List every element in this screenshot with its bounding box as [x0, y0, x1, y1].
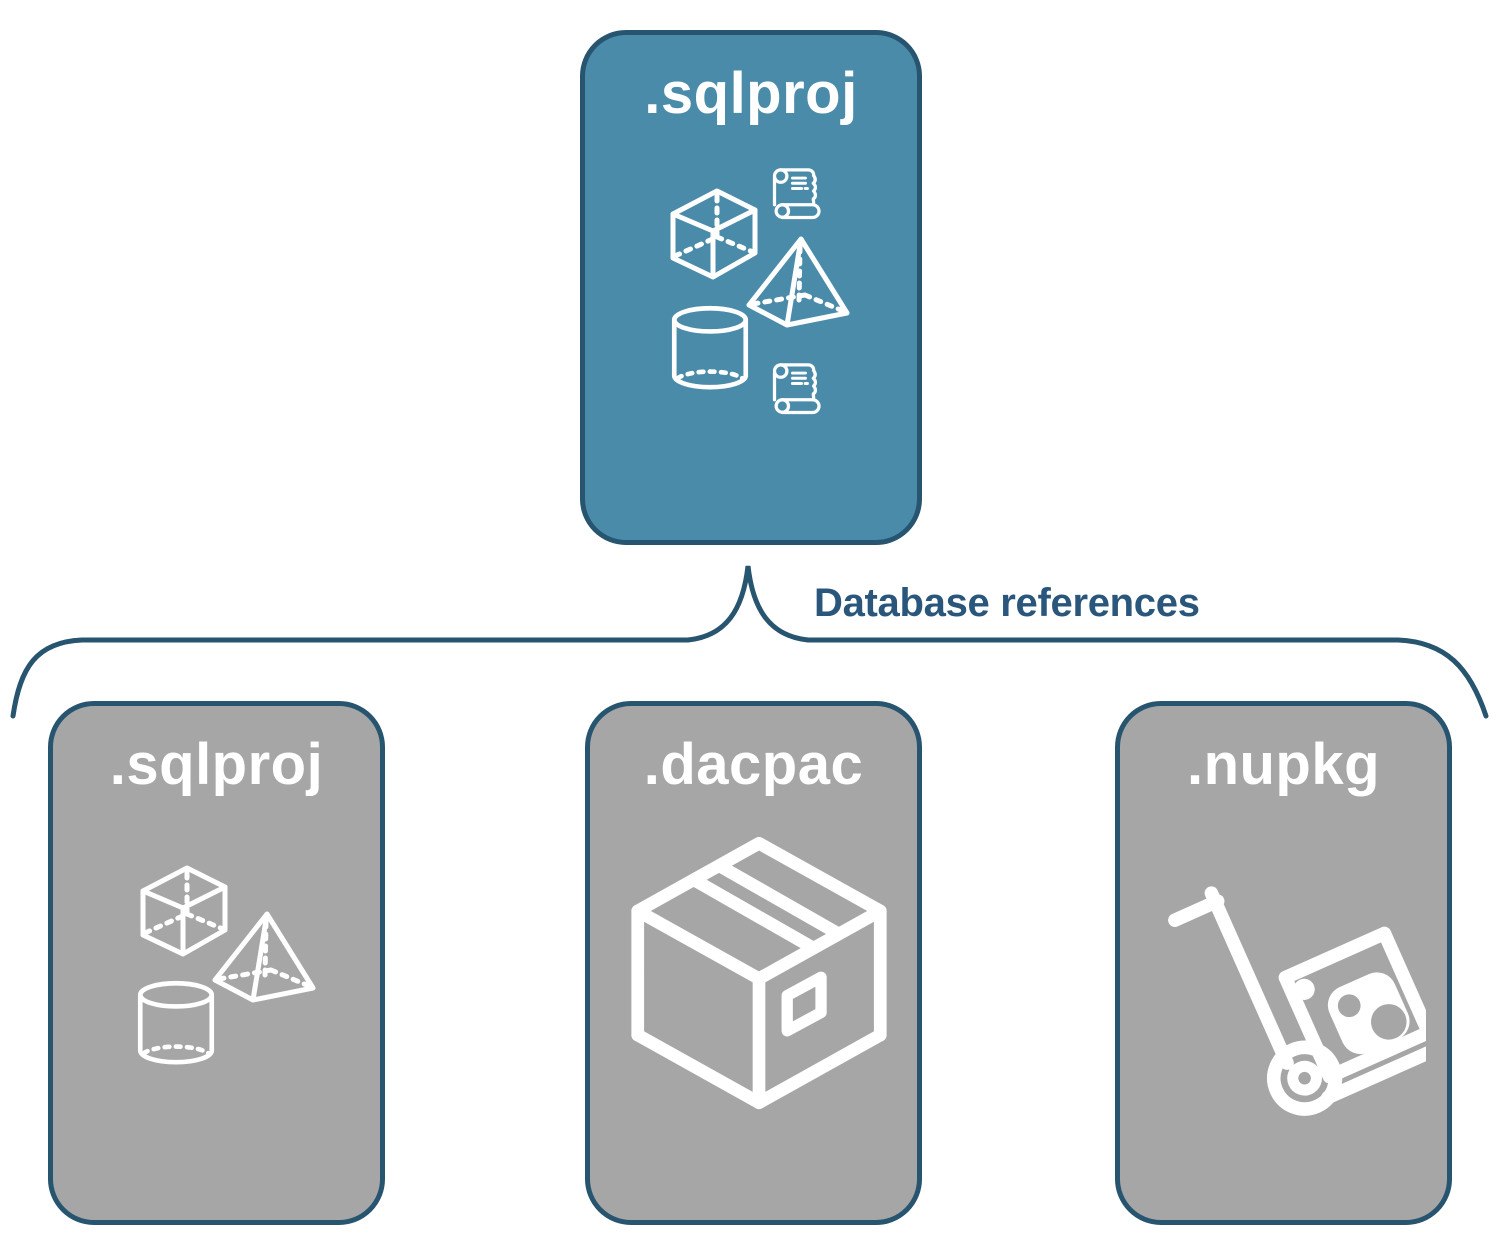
- connector-label: Database references: [814, 581, 1200, 625]
- child-card-title: .nupkg: [1186, 732, 1381, 797]
- pyramid-icon: [743, 233, 853, 333]
- child-card-sqlproj: .sqlproj: [48, 701, 385, 1225]
- root-card-title: .sqlproj: [644, 61, 858, 126]
- cylinder-icon: [137, 980, 215, 1067]
- cylinder-icon: [671, 305, 749, 392]
- package-box-icon: [618, 832, 900, 1114]
- child-card-dacpac: .dacpac: [585, 701, 922, 1225]
- script-scroll-icon: [767, 360, 827, 420]
- child-card-nupkg: .nupkg: [1115, 701, 1452, 1225]
- script-scroll-icon: [767, 165, 827, 225]
- hand-truck-package-icon: [1150, 850, 1426, 1121]
- root-card-sqlproj: .sqlproj: [580, 30, 922, 545]
- child-card-title: .dacpac: [643, 732, 864, 797]
- child-card-title: .sqlproj: [109, 732, 324, 797]
- pyramid-icon: [209, 908, 319, 1008]
